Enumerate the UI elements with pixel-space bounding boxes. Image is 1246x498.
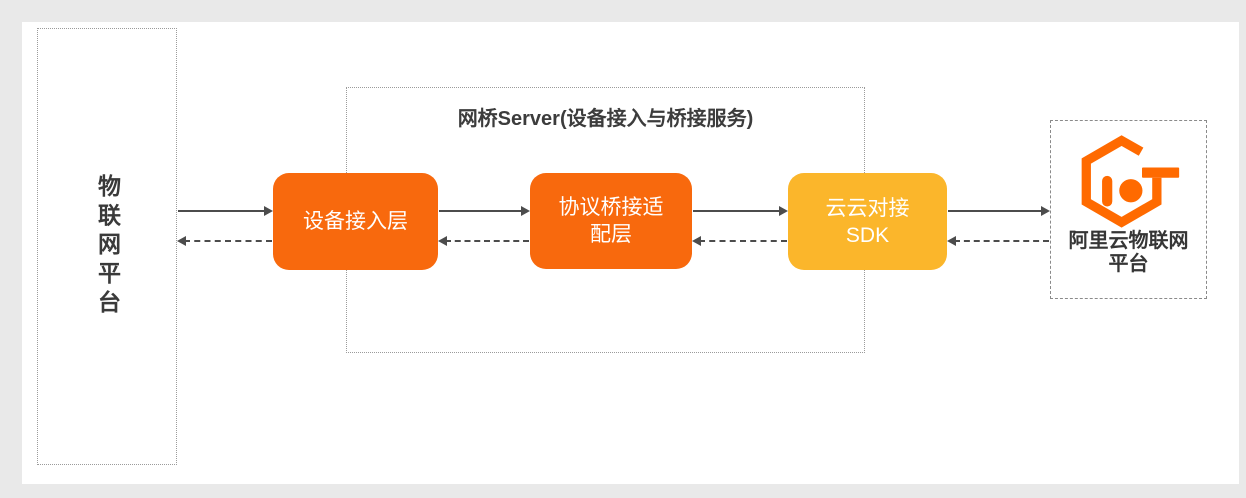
bridge-server-title: 网桥Server(设备接入与桥接服务): [457, 108, 754, 130]
aliyun-iot-logo-icon: [1081, 135, 1179, 228]
arrow-head-left-icon: [692, 236, 701, 246]
arrow-head-right-icon: [521, 206, 530, 216]
arrow-head-right-icon: [264, 206, 273, 216]
iot-platform-label: 物联网平台: [94, 174, 121, 319]
arrow-line: [693, 210, 781, 212]
arrow-line: [445, 240, 529, 242]
aliyun-iot-platform-box: 阿里云物联网 平台: [1050, 120, 1207, 299]
arrow-line: [439, 210, 523, 212]
arrow-head-left-icon: [177, 236, 186, 246]
arrow-head-left-icon: [438, 236, 447, 246]
node-protocol-bridge-adapter-layer: 协议桥接适 配层: [530, 173, 692, 269]
node-device-access-layer: 设备接入层: [273, 173, 438, 270]
iot-platform-box: 物联网平台: [37, 28, 177, 465]
arrow-head-left-icon: [947, 236, 956, 246]
node-cloud-cloud-sdk: 云云对接 SDK: [788, 173, 947, 270]
arrow-head-right-icon: [1041, 206, 1050, 216]
arrow-line: [178, 210, 266, 212]
aliyun-iot-platform-label: 阿里云物联网 平台: [1068, 230, 1189, 275]
arrow-line: [954, 240, 1049, 242]
arrow-line: [948, 210, 1043, 212]
arrow-head-right-icon: [779, 206, 788, 216]
arrow-line: [184, 240, 272, 242]
arrow-line: [699, 240, 787, 242]
